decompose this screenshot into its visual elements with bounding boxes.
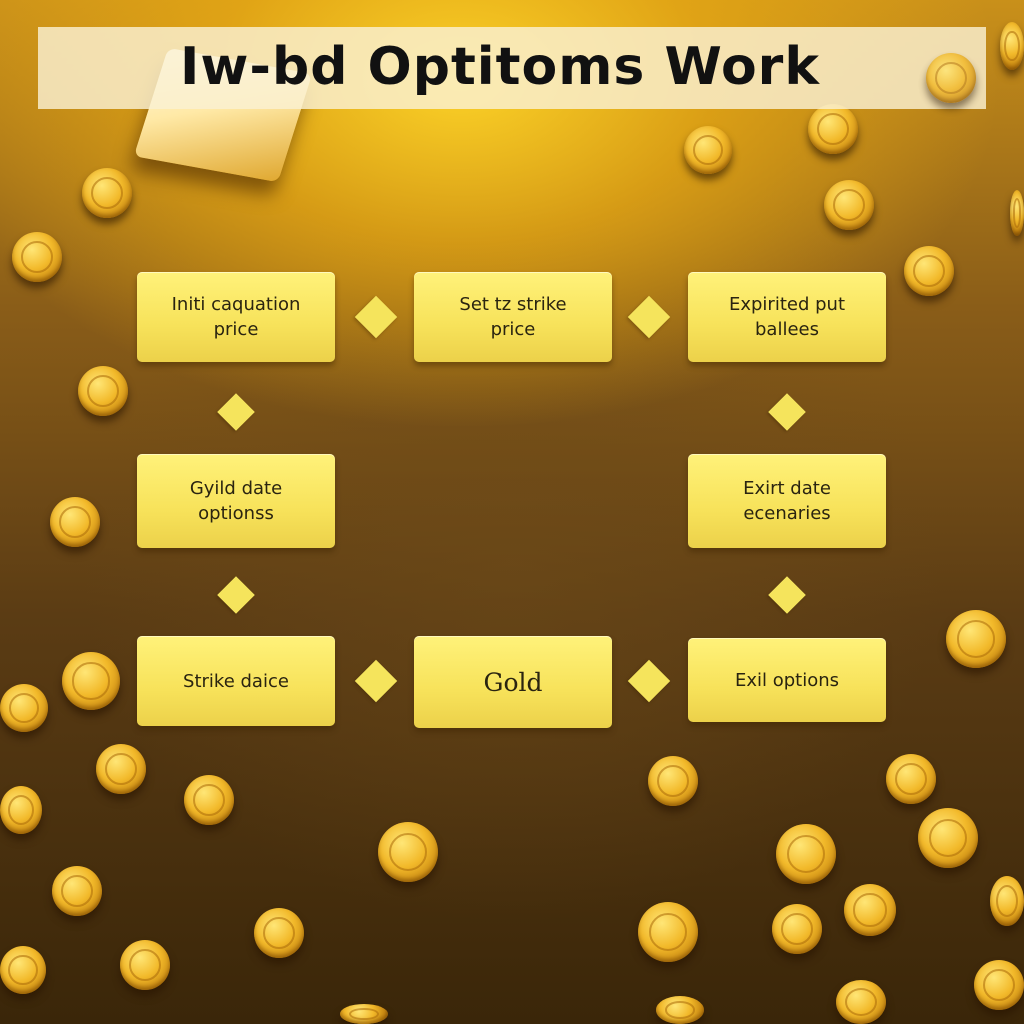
coin-decoration — [12, 232, 62, 282]
coin-decoration — [926, 53, 976, 103]
connector-diamond — [217, 576, 255, 614]
coin-decoration — [0, 946, 46, 994]
node-exit-options: Exil options — [688, 638, 886, 722]
coin-decoration — [824, 180, 874, 230]
coin-decoration — [808, 104, 858, 154]
coin-decoration — [656, 996, 704, 1024]
node-strike-price: Set tz strike price — [414, 272, 612, 362]
title-banner: Iw-bd Optitoms Work — [38, 27, 986, 109]
node-initial-price: Initi caquation price — [137, 272, 335, 362]
coin-decoration — [120, 940, 170, 990]
coin-decoration — [254, 908, 304, 958]
coin-decoration — [184, 775, 234, 825]
node-label: Gyild date optionss — [189, 478, 283, 524]
node-gold: Gold — [414, 636, 612, 728]
coin-decoration — [638, 902, 698, 962]
node-strike-price-bottom: Strike daice — [137, 636, 335, 726]
connector-diamond — [354, 659, 398, 703]
coin-decoration — [96, 744, 146, 794]
coin-decoration — [52, 866, 102, 916]
coin-decoration — [0, 684, 48, 732]
node-expired-put: Expirited put ballees — [688, 272, 886, 362]
coin-decoration — [990, 876, 1024, 926]
node-exit-date-scenarios: Exirt date ecenaries — [688, 454, 886, 548]
coin-decoration — [1010, 190, 1024, 236]
connector-diamond — [627, 295, 671, 339]
node-build-date-options: Gyild date optionss — [137, 454, 335, 548]
coin-decoration — [974, 960, 1024, 1010]
coin-decoration — [776, 824, 836, 884]
coin-decoration — [378, 822, 438, 882]
connector-diamond — [768, 393, 806, 431]
coin-decoration — [340, 1004, 388, 1024]
coin-decoration — [50, 497, 100, 547]
coin-decoration — [648, 756, 698, 806]
coin-decoration — [62, 652, 120, 710]
coin-decoration — [836, 980, 886, 1024]
node-label: Expirited put ballees — [728, 294, 846, 340]
node-label: Initi caquation price — [171, 294, 301, 340]
coin-decoration — [78, 366, 128, 416]
node-label: Exirt date ecenaries — [743, 478, 831, 524]
node-label: Gold — [483, 667, 543, 697]
diagram-title: Iw-bd Optitoms Work — [180, 37, 820, 97]
coin-decoration — [1000, 22, 1024, 70]
coin-decoration — [946, 610, 1006, 668]
coin-decoration — [82, 168, 132, 218]
coin-decoration — [684, 126, 732, 174]
connector-diamond — [768, 576, 806, 614]
connector-diamond — [627, 659, 671, 703]
coin-decoration — [918, 808, 978, 868]
node-label: Exil options — [734, 669, 840, 691]
node-label: Strike daice — [183, 670, 289, 692]
node-label: Set tz strike price — [459, 294, 567, 340]
coin-decoration — [0, 786, 42, 834]
coin-decoration — [772, 904, 822, 954]
connector-diamond — [354, 295, 398, 339]
coin-decoration — [844, 884, 896, 936]
coin-decoration — [886, 754, 936, 804]
coin-decoration — [904, 246, 954, 296]
connector-diamond — [217, 393, 255, 431]
